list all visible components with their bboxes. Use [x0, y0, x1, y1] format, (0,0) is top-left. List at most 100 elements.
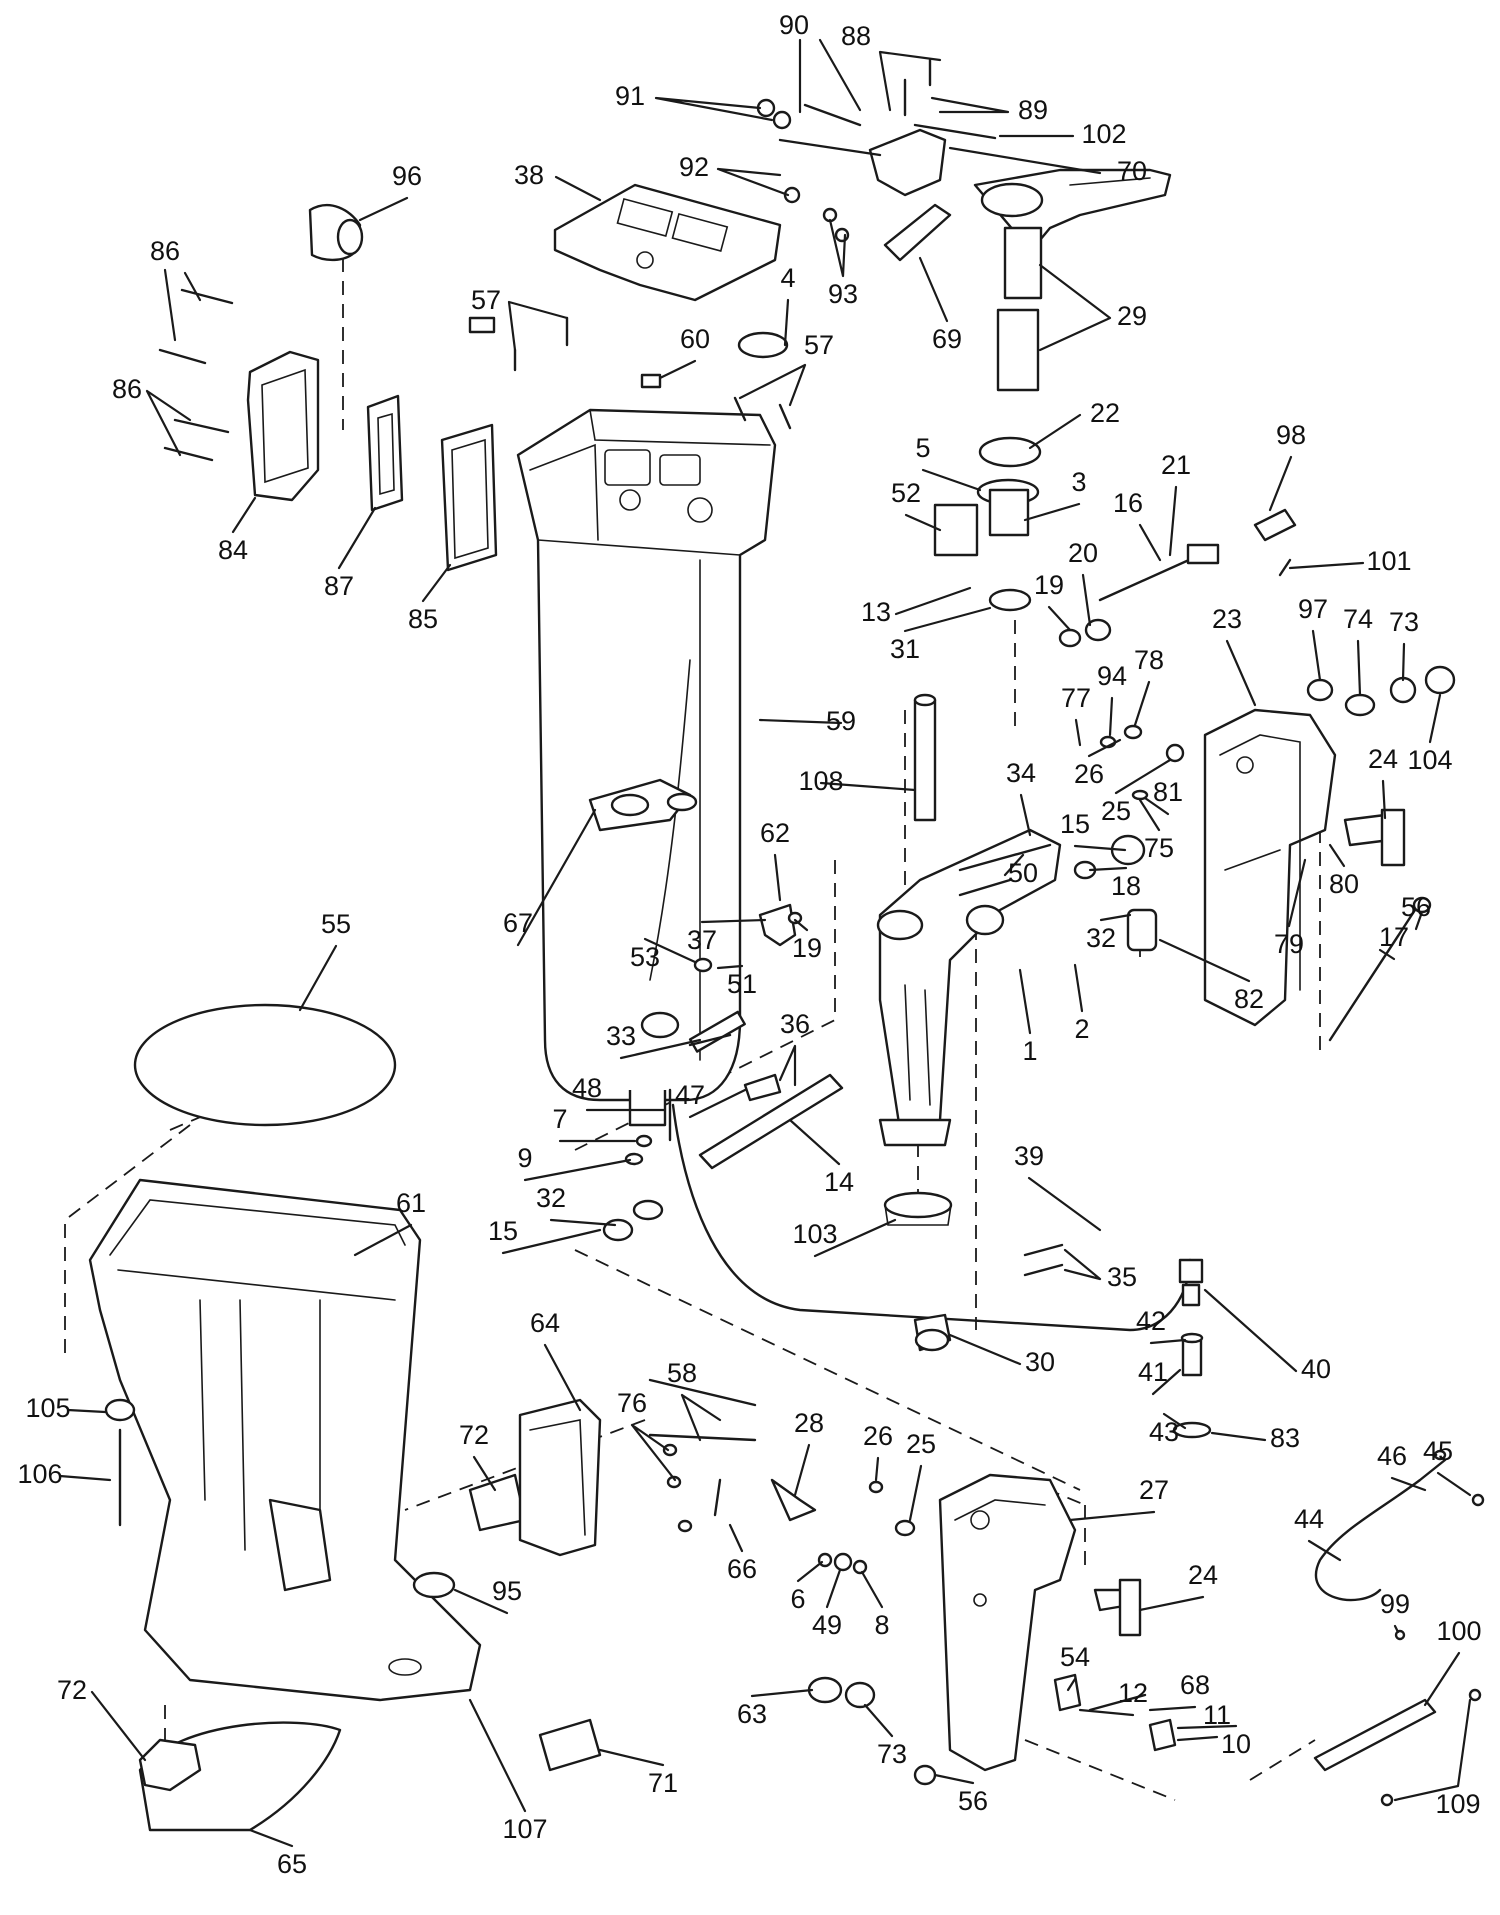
- callout-41: 41: [1138, 1357, 1168, 1387]
- callout-75: 75: [1144, 833, 1174, 863]
- callout-10: 10: [1221, 1729, 1251, 1759]
- callout-30: 30: [1025, 1347, 1055, 1377]
- callout-19a: 19: [1034, 570, 1064, 600]
- callout-16: 16: [1113, 488, 1143, 518]
- callout-56a: 56: [1401, 892, 1431, 922]
- callout-36: 36: [780, 1009, 810, 1039]
- callout-97: 97: [1298, 594, 1328, 624]
- callout-1: 1: [1022, 1036, 1037, 1066]
- callout-labels: 1234567891011121314151516171819192021222…: [17, 10, 1481, 1879]
- callout-33: 33: [606, 1021, 636, 1051]
- callout-38: 38: [514, 160, 544, 190]
- exhaust-housing: [468, 316, 777, 1127]
- callout-26a: 26: [1074, 759, 1104, 789]
- callout-77: 77: [1061, 683, 1091, 713]
- callout-104: 104: [1407, 745, 1452, 775]
- callout-91: 91: [615, 81, 645, 111]
- callout-79: 79: [1274, 929, 1304, 959]
- callout-51: 51: [727, 969, 757, 999]
- callout-23: 23: [1212, 604, 1242, 634]
- callout-96: 96: [392, 161, 422, 191]
- callout-78: 78: [1134, 645, 1164, 675]
- callout-92: 92: [679, 152, 709, 182]
- callout-76: 76: [617, 1388, 647, 1418]
- callout-57a: 57: [471, 285, 501, 315]
- callout-81: 81: [1153, 777, 1183, 807]
- callout-56b: 56: [958, 1786, 988, 1816]
- exhaust-plate: [553, 183, 782, 302]
- lower-brackets: [518, 1378, 1485, 1807]
- callout-15b: 15: [488, 1216, 518, 1246]
- callout-25a: 25: [1101, 796, 1131, 826]
- callout-24b: 24: [1188, 1560, 1218, 1590]
- callout-35: 35: [1107, 1262, 1137, 1292]
- callout-66: 66: [727, 1554, 757, 1584]
- callout-50: 50: [1008, 858, 1038, 888]
- screws-upper-left: [158, 288, 792, 462]
- callout-95: 95: [492, 1576, 522, 1606]
- callout-13: 13: [861, 597, 891, 627]
- callout-60: 60: [680, 324, 710, 354]
- middle-hardware: [588, 508, 1456, 1439]
- callout-83: 83: [1270, 1423, 1300, 1453]
- callout-22: 22: [1090, 398, 1120, 428]
- callout-42: 42: [1136, 1306, 1166, 1336]
- cover-assembly: [246, 204, 498, 572]
- callout-62: 62: [760, 818, 790, 848]
- callout-28: 28: [794, 1408, 824, 1438]
- callout-55: 55: [321, 909, 351, 939]
- callout-34: 34: [1006, 758, 1036, 788]
- callout-52: 52: [891, 478, 921, 508]
- callout-9: 9: [517, 1143, 532, 1173]
- callout-32a: 32: [1086, 923, 1116, 953]
- callout-15a: 15: [1060, 809, 1090, 839]
- callout-4: 4: [780, 263, 795, 293]
- callout-3: 3: [1071, 467, 1086, 497]
- callout-84: 84: [218, 535, 248, 565]
- callout-90: 90: [779, 10, 809, 40]
- callout-31: 31: [890, 634, 920, 664]
- callout-64: 64: [530, 1308, 560, 1338]
- callout-73a: 73: [1389, 607, 1419, 637]
- callout-72a: 72: [459, 1420, 489, 1450]
- callout-25b: 25: [906, 1429, 936, 1459]
- callout-70: 70: [1117, 156, 1147, 186]
- callout-69: 69: [932, 324, 962, 354]
- callout-8: 8: [874, 1610, 889, 1640]
- callout-21: 21: [1161, 450, 1191, 480]
- callout-58: 58: [667, 1358, 697, 1388]
- callout-54: 54: [1060, 1642, 1090, 1672]
- callout-47: 47: [675, 1080, 705, 1110]
- callout-63: 63: [737, 1699, 767, 1729]
- callout-99: 99: [1380, 1589, 1410, 1619]
- callout-12: 12: [1118, 1678, 1148, 1708]
- callout-94: 94: [1097, 661, 1127, 691]
- callout-37: 37: [687, 925, 717, 955]
- callout-98: 98: [1276, 420, 1306, 450]
- callout-17: 17: [1379, 922, 1409, 952]
- callout-6: 6: [790, 1584, 805, 1614]
- callout-73b: 73: [877, 1739, 907, 1769]
- callout-87: 87: [324, 571, 354, 601]
- callout-48: 48: [572, 1073, 602, 1103]
- callout-14: 14: [824, 1167, 854, 1197]
- callout-93: 93: [828, 279, 858, 309]
- callout-26b: 26: [863, 1421, 893, 1451]
- callout-102: 102: [1081, 119, 1126, 149]
- callout-39: 39: [1014, 1141, 1044, 1171]
- callout-65: 65: [277, 1849, 307, 1879]
- callout-103: 103: [792, 1219, 837, 1249]
- callout-106: 106: [17, 1459, 62, 1489]
- callout-71: 71: [648, 1768, 678, 1798]
- leader-lines: [58, 38, 1472, 1848]
- callout-61: 61: [396, 1188, 426, 1218]
- callout-80: 80: [1329, 869, 1359, 899]
- callout-72b: 72: [57, 1675, 87, 1705]
- callout-85: 85: [408, 604, 438, 634]
- callout-105: 105: [25, 1393, 70, 1423]
- callout-57b: 57: [804, 330, 834, 360]
- callout-53: 53: [630, 942, 660, 972]
- callout-5: 5: [915, 433, 930, 463]
- callout-86b: 86: [112, 374, 142, 404]
